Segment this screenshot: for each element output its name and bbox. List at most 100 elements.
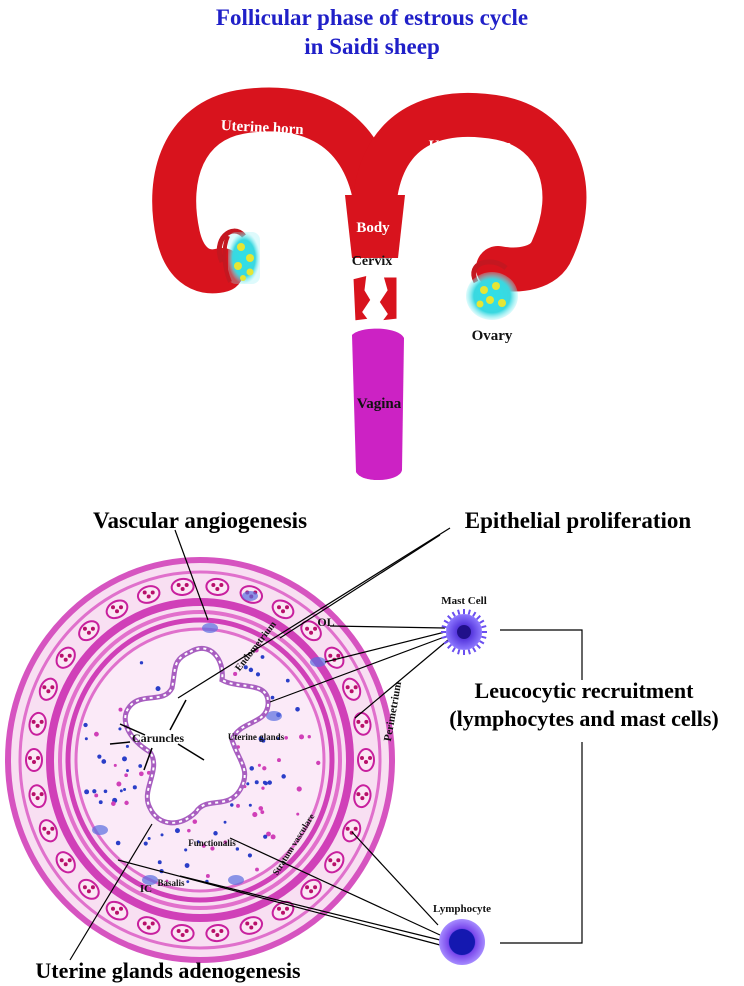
stromal-cell [201,843,206,848]
immune-cell [310,657,326,667]
stromal-cell [223,820,227,824]
stromal-cell [263,834,268,839]
stromal-cell [257,763,261,767]
callout-lines [69,527,583,961]
label-ol: OL [317,615,334,629]
stromal-cell [255,672,261,677]
stromal-cell [248,667,254,673]
stromal-cell [147,837,151,841]
stromal-cell [246,782,250,786]
stromal-cell [101,759,107,764]
immune-cell [266,711,282,721]
mast-cell-granule [481,625,487,629]
stromal-cell [299,734,305,740]
stromal-cell [123,788,127,792]
stromal-cell [118,727,122,731]
cervix [349,271,401,325]
title-line-2: in Saidi sheep [304,34,440,59]
mast-cell-granule [457,649,461,655]
vagina [352,328,404,481]
stromal-cell [270,834,276,840]
stromal-cell [260,655,265,659]
immune-cell [242,591,258,601]
stromal-cell [184,863,190,868]
stromal-cell [132,785,137,790]
mast-cell-granule [443,640,449,645]
stromal-cell [155,686,161,692]
label-basalis: Basalis [157,878,185,888]
uterine-body [345,195,405,258]
blood-vessel [25,748,43,772]
stromal-cell [316,760,321,766]
label-functionalis: Functionalis [188,838,236,848]
stromal-cell [255,867,259,872]
immune-cell [92,825,108,835]
stromal-cell [118,707,123,712]
blood-vessel [324,646,345,669]
ovary-left [216,228,260,284]
stromal-cell [113,763,117,767]
stromal-cell [248,803,252,807]
label-ic: IC [140,883,152,895]
stromal-cell [281,774,286,779]
stromal-cell [116,781,122,787]
label-uterine-glands: Uterine glands [228,732,285,742]
blood-vessel [170,577,195,596]
stromal-cell [233,671,238,677]
stromal-cell [186,880,190,884]
stromal-cell [125,744,129,748]
stromal-cell [94,731,99,737]
stromal-cell [262,766,267,771]
blood-vessel [78,878,100,900]
mast-cell-granule [447,615,452,620]
stromal-cell [119,789,123,793]
stromal-cell [84,789,90,795]
stromal-cell [160,833,164,837]
blood-vessel [342,677,362,701]
blood-vessel [28,711,47,736]
blood-vessel [28,784,47,809]
blood-vessel [105,599,129,620]
stromal-cell [230,803,234,807]
stromal-cell [252,812,258,818]
stromal-cell [192,819,198,824]
stromal-cell [243,665,248,670]
stromal-cell [236,803,240,808]
lymphocyte-icon [439,919,485,965]
stromal-cell [92,789,97,794]
label-mast-cell: Mast Cell [441,595,487,607]
blood-vessel [271,900,295,921]
stromal-cell [83,722,88,728]
stromal-cell [187,828,191,833]
mast-cell-granule [472,611,477,617]
mast-cell-granule [467,649,471,655]
outer-vessel-ring [25,577,375,943]
label-vascular-angiogenesis: Vascular angiogenesis [93,508,307,533]
stromal-cell [97,754,102,759]
uterus-drawing: Uterine horn Uterine horn Body Cervix Ov… [152,87,587,481]
label-epithelial-proliferation: Epithelial proliferation [465,508,692,533]
label-uterine-horn-left: Uterine horn [220,118,304,138]
uterine-cross-section: OL Endometrium Perimetrium Caruncles Ute… [5,557,404,963]
stromal-cell [296,786,302,792]
label-vagina: Vagina [357,396,402,412]
blood-vessel [300,878,322,900]
title-line-1: Follicular phase of estrous cycle [215,5,529,30]
blood-vessel [38,819,58,843]
stromal-cell [139,661,144,665]
ovary-right [466,259,518,320]
mast-cell-granule [479,640,485,645]
stromal-cell [138,764,143,768]
label-leucocytic-recruitment-2: (lymphocytes and mast cells) [449,706,718,731]
stromal-cell [143,841,148,846]
blood-vessel [357,748,375,772]
stromal-cell [262,780,267,785]
label-leucocytic-recruitment-1: Leucocytic recruitment [475,678,695,703]
blood-vessel [324,851,345,874]
stromal-cell [84,737,88,741]
uterine-horn-left [152,87,397,294]
stromal-cell [266,831,271,837]
stromal-cell [122,756,127,762]
stromal-cell [260,810,265,815]
